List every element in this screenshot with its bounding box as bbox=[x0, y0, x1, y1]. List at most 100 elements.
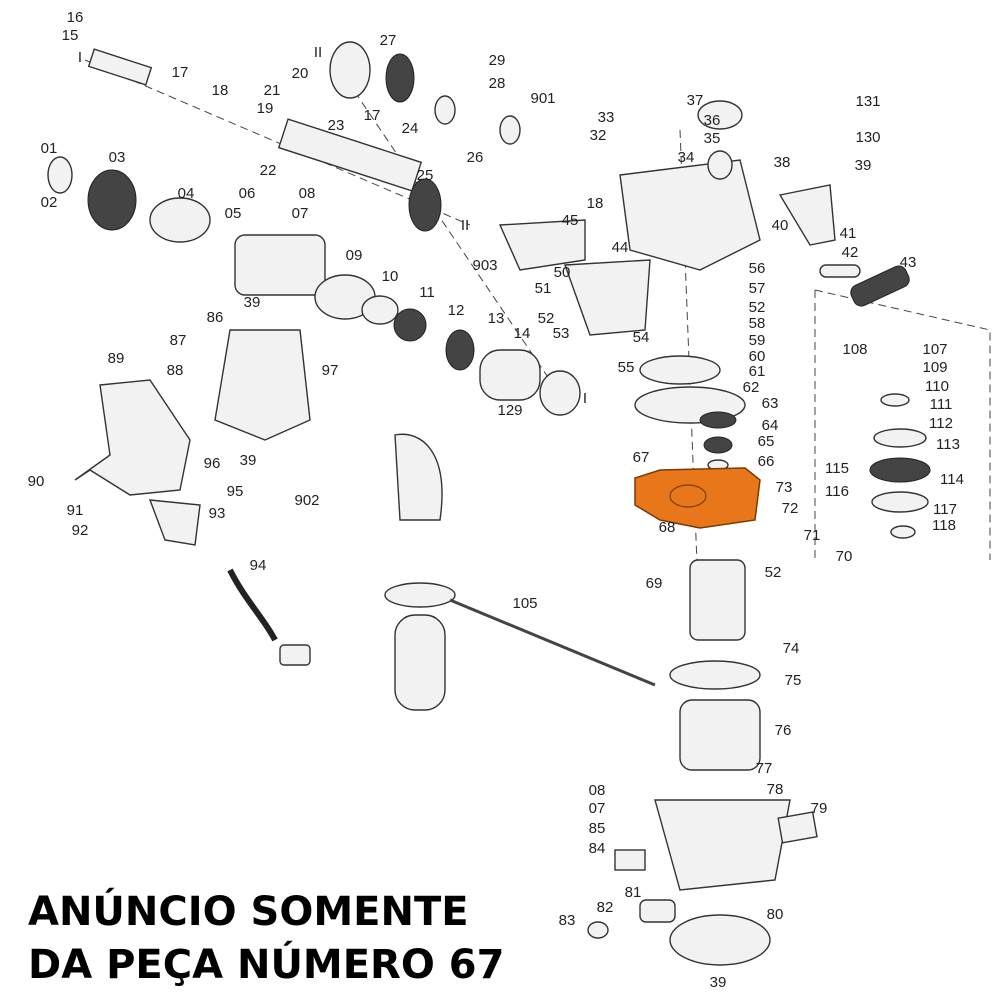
part-label-63: 63 bbox=[762, 395, 779, 412]
part-label-116: 116 bbox=[825, 483, 849, 500]
part-label-110: 110 bbox=[925, 378, 949, 395]
part-label-118: 118 bbox=[932, 517, 956, 534]
part-label-20: 20 bbox=[292, 65, 309, 82]
part-label-03: 03 bbox=[109, 149, 126, 166]
part-label-10: 10 bbox=[382, 268, 399, 285]
part-label-53: 53 bbox=[553, 325, 570, 342]
part-label-89: 89 bbox=[108, 350, 125, 367]
part-label-51: 51 bbox=[535, 280, 552, 297]
part-label-109: 109 bbox=[922, 359, 947, 376]
gear-stack bbox=[869, 393, 931, 539]
part-label-44: 44 bbox=[612, 239, 629, 256]
part-label-35: 35 bbox=[704, 130, 721, 147]
part-label-62: 62 bbox=[743, 379, 760, 396]
part-label-75: 75 bbox=[785, 672, 802, 689]
part-label-71: 71 bbox=[804, 527, 821, 544]
part-label-95: 95 bbox=[227, 483, 244, 500]
part-label-39: 39 bbox=[244, 294, 261, 311]
part-label-56: 56 bbox=[749, 260, 766, 277]
part-label-59: 59 bbox=[749, 332, 766, 349]
part-label-108: 108 bbox=[842, 341, 867, 358]
part-label-77: 77 bbox=[756, 760, 773, 777]
part-label-17: 17 bbox=[364, 107, 381, 124]
part-label-21: 21 bbox=[264, 82, 281, 99]
motor-assembly bbox=[587, 559, 818, 966]
part-label-37: 37 bbox=[687, 92, 704, 109]
part-label-26: 26 bbox=[467, 149, 484, 166]
part-label-901: 901 bbox=[530, 90, 555, 107]
part-label-130: 130 bbox=[855, 129, 880, 146]
part-label-45: 45 bbox=[562, 212, 579, 229]
part-label-34: 34 bbox=[678, 149, 695, 166]
part-label-902: 902 bbox=[294, 492, 319, 509]
part-label-85: 85 bbox=[589, 820, 606, 837]
part-label-88: 88 bbox=[167, 362, 184, 379]
part-label-81: 81 bbox=[625, 884, 642, 901]
part-label-I: I bbox=[78, 49, 82, 66]
part-label-28: 28 bbox=[489, 75, 506, 92]
part-label-84: 84 bbox=[589, 840, 606, 857]
part-label-70: 70 bbox=[836, 548, 853, 565]
part-label-97: 97 bbox=[322, 362, 339, 379]
part-label-105: 105 bbox=[512, 595, 537, 612]
part-number-labels: 1615I1718192120II27172423222928901263332… bbox=[28, 9, 964, 991]
part-label-18: 18 bbox=[212, 82, 229, 99]
part-label-07: 07 bbox=[589, 800, 606, 817]
part-label-72: 72 bbox=[782, 500, 799, 517]
part-label-II: II bbox=[314, 44, 322, 61]
part-label-74: 74 bbox=[783, 640, 800, 657]
part-label-61: 61 bbox=[749, 363, 766, 380]
part-label-52: 52 bbox=[765, 564, 782, 581]
part-label-32: 32 bbox=[590, 127, 607, 144]
part-label-86: 86 bbox=[207, 309, 224, 326]
part-label-57: 57 bbox=[749, 280, 766, 297]
part-label-27: 27 bbox=[380, 32, 397, 49]
part-label-25: 25 bbox=[417, 167, 434, 184]
part-label-68: 68 bbox=[659, 519, 676, 536]
part-label-16: 16 bbox=[67, 9, 84, 26]
part-label-90: 90 bbox=[28, 473, 45, 490]
part-label-13: 13 bbox=[488, 310, 505, 327]
part-label-24: 24 bbox=[402, 120, 419, 137]
part-label-69: 69 bbox=[646, 575, 663, 592]
part-label-91: 91 bbox=[67, 502, 84, 519]
part-label-39: 39 bbox=[240, 452, 257, 469]
part-label-60: 60 bbox=[749, 348, 766, 365]
part-label-42: 42 bbox=[842, 244, 859, 261]
spindle-assembly bbox=[47, 41, 581, 416]
notice-line-2: DA PEÇA NÚMERO 67 bbox=[28, 942, 505, 988]
part-label-83: 83 bbox=[559, 912, 576, 929]
part-label-111: 111 bbox=[930, 396, 953, 413]
part-label-12: 12 bbox=[448, 302, 465, 319]
handle-assembly bbox=[74, 329, 656, 711]
part-label-55: 55 bbox=[618, 359, 635, 376]
part-label-19: 19 bbox=[257, 100, 274, 117]
part-label-67: 67 bbox=[633, 449, 650, 466]
part-label-114: 114 bbox=[940, 471, 964, 488]
part-label-129: 129 bbox=[497, 402, 522, 419]
part-label-73: 73 bbox=[776, 479, 793, 496]
part-label-52: 52 bbox=[538, 310, 555, 327]
part-label-17: 17 bbox=[172, 64, 189, 81]
part-label-50: 50 bbox=[554, 264, 571, 281]
part-label-43: 43 bbox=[900, 254, 917, 271]
part-label-76: 76 bbox=[775, 722, 792, 739]
part-label-66: 66 bbox=[758, 453, 775, 470]
notice-line-1: ANÚNCIO SOMENTE bbox=[28, 889, 469, 935]
part-label-92: 92 bbox=[72, 522, 89, 539]
part-label-80: 80 bbox=[767, 906, 784, 923]
part-label-11: 11 bbox=[419, 284, 435, 301]
part-label-82: 82 bbox=[597, 899, 614, 916]
part-label-41: 41 bbox=[840, 225, 857, 242]
part-label-01: 01 bbox=[41, 140, 58, 157]
part-67-highlighted bbox=[634, 467, 761, 529]
part-label-36: 36 bbox=[704, 112, 721, 129]
part-label-05: 05 bbox=[225, 205, 242, 222]
part-label-39: 39 bbox=[855, 157, 872, 174]
part-label-40: 40 bbox=[772, 217, 789, 234]
part-label-29: 29 bbox=[489, 52, 506, 69]
part-67-bore bbox=[669, 484, 707, 508]
part-label-08: 08 bbox=[589, 782, 606, 799]
part-label-33: 33 bbox=[598, 109, 615, 126]
part-label-117: 117 bbox=[933, 501, 957, 518]
